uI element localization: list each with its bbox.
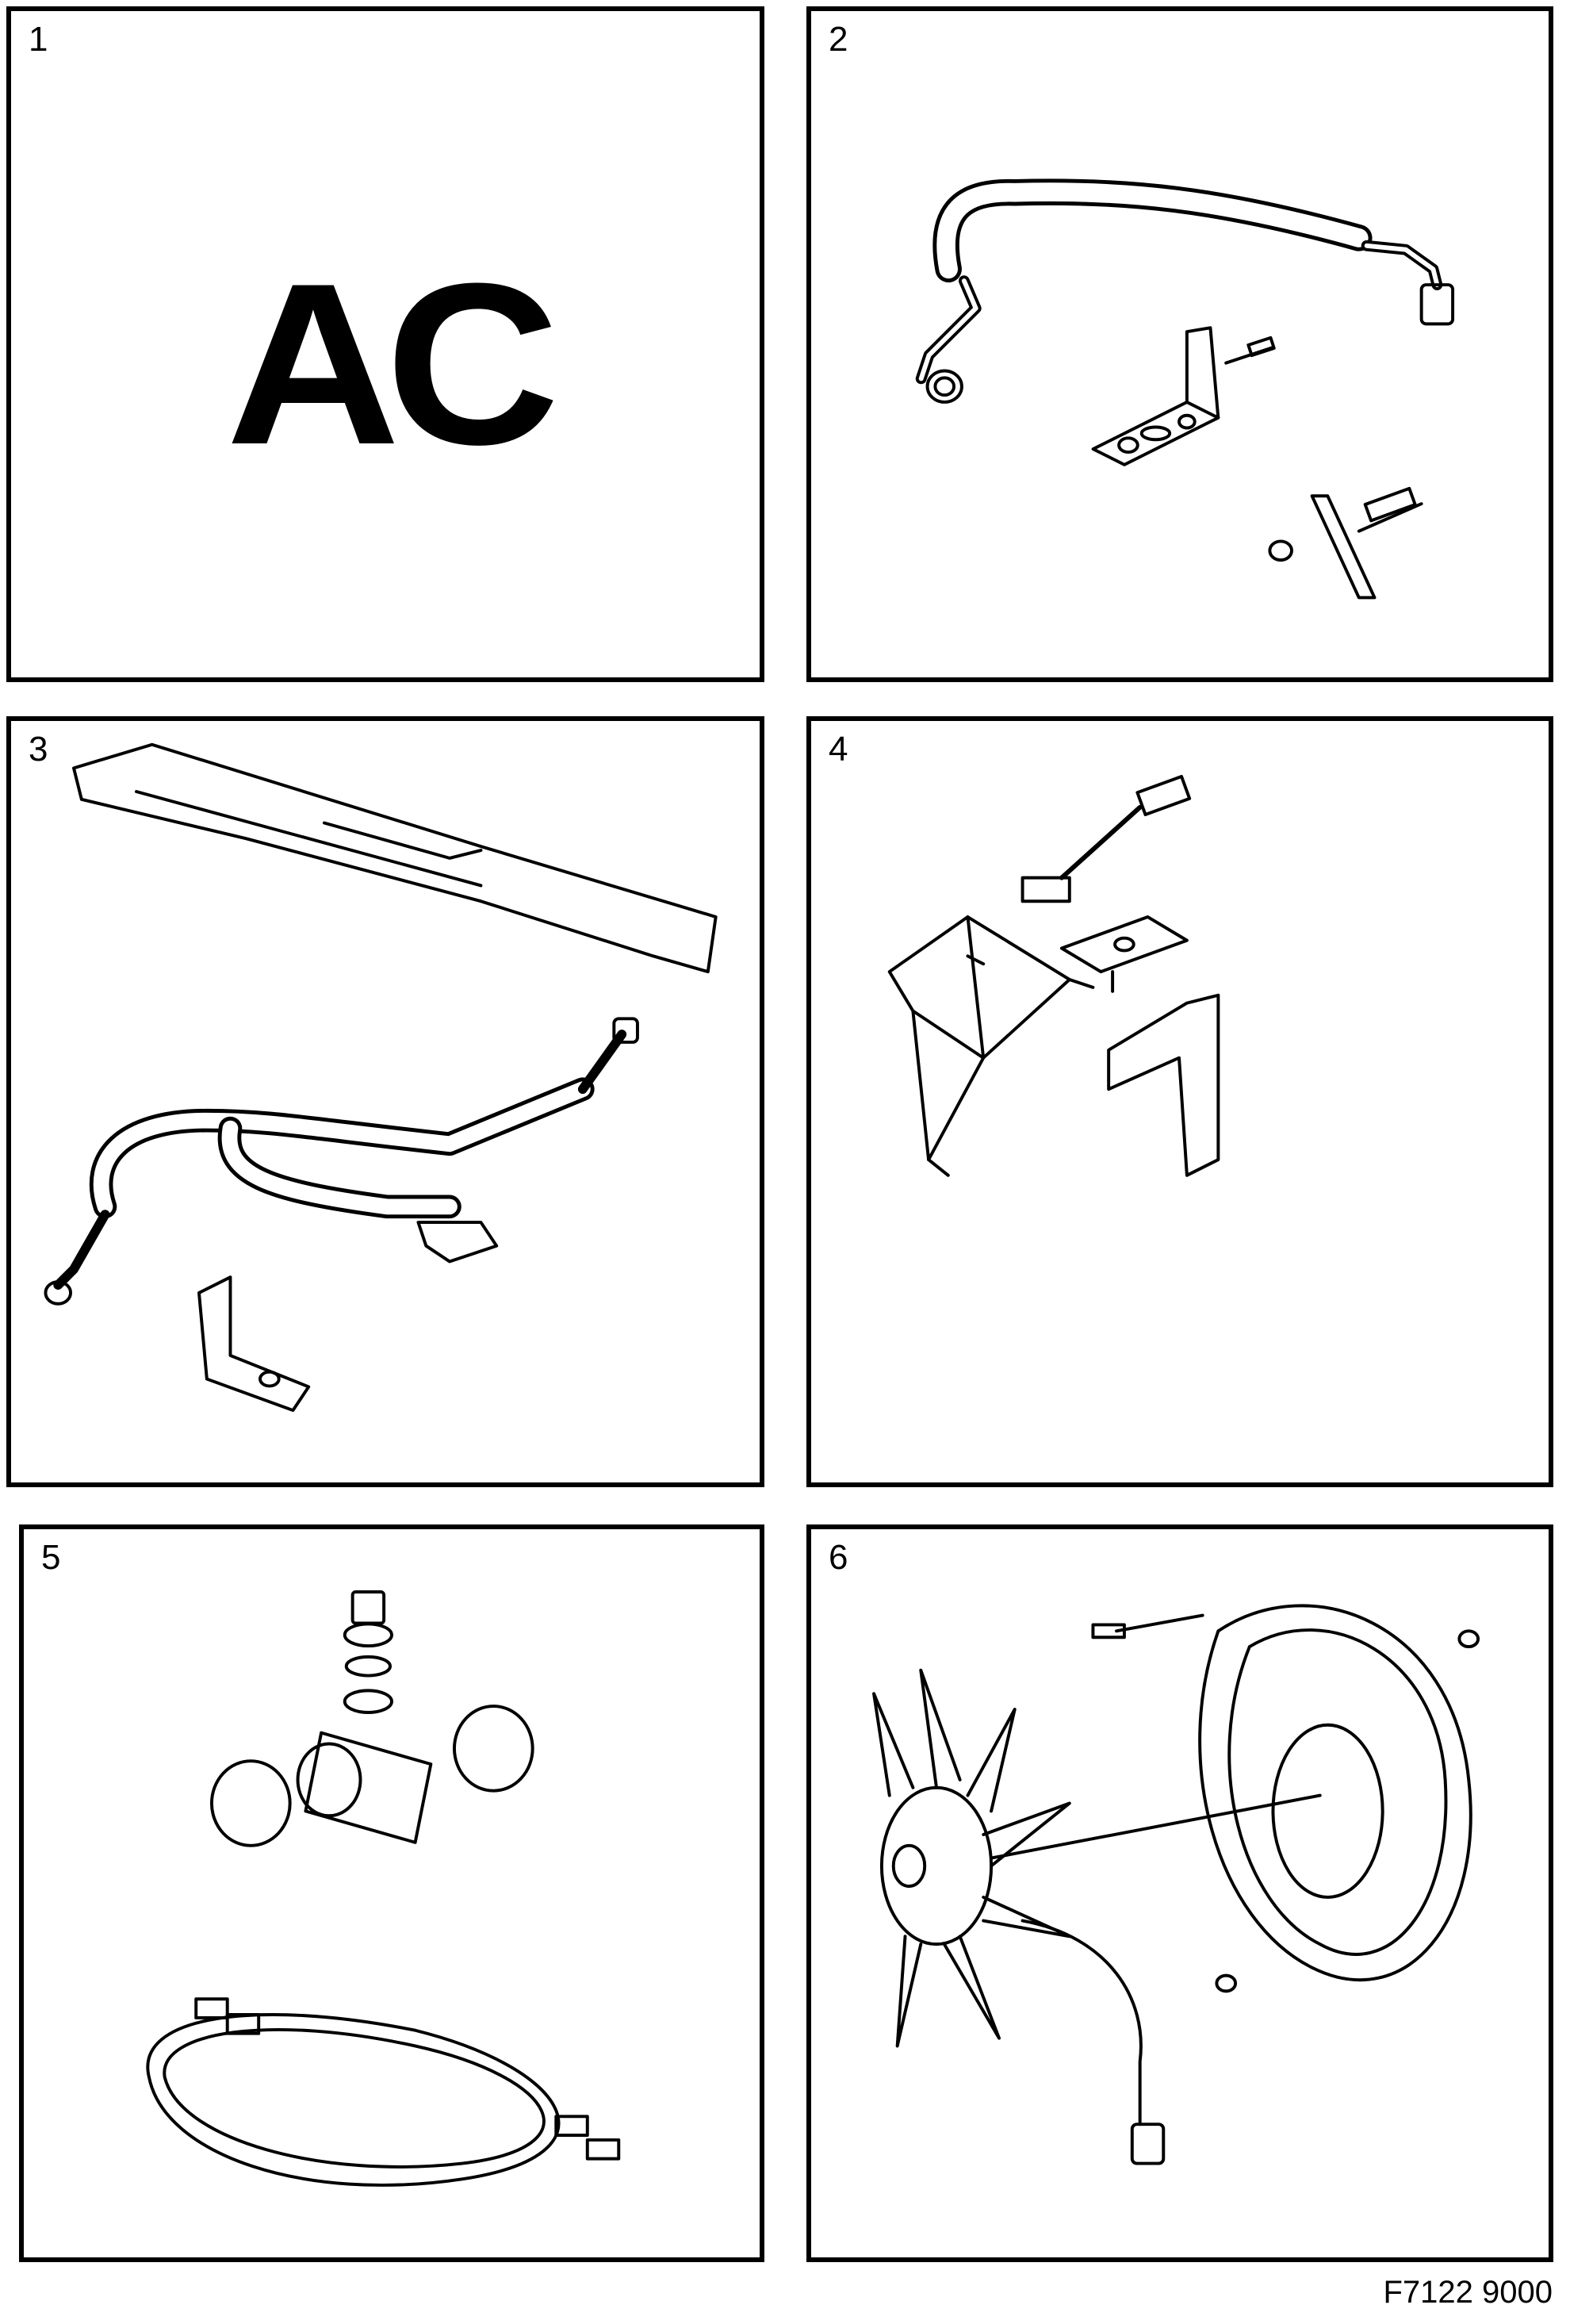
panel-2: 2 [806, 6, 1553, 682]
figure-code-label: F7122 9000 [1383, 2275, 1553, 2310]
panel-number: 4 [829, 730, 848, 769]
panel-number: 1 [29, 20, 48, 59]
panel-6: 6 [806, 1524, 1553, 2262]
panel-4: 4 [806, 716, 1553, 1487]
panel-number: 2 [829, 20, 848, 59]
fan-shroud-illustration [872, 1604, 1480, 2165]
panel-number: 3 [29, 730, 48, 769]
panel-1: 1 AC [6, 6, 764, 682]
switch-tpipe-harness-illustration [146, 1590, 621, 2187]
ac-logo: AC [225, 236, 560, 493]
panel-number: 6 [829, 1538, 848, 1577]
cowl-hoses-illustration [44, 742, 718, 1413]
panel-3: 3 [6, 716, 764, 1487]
harness-brackets-illustration [887, 774, 1220, 1177]
panel-5: 5 [19, 1524, 764, 2262]
panel-number: 5 [41, 1538, 61, 1577]
hose-bracket-illustration [915, 178, 1455, 600]
